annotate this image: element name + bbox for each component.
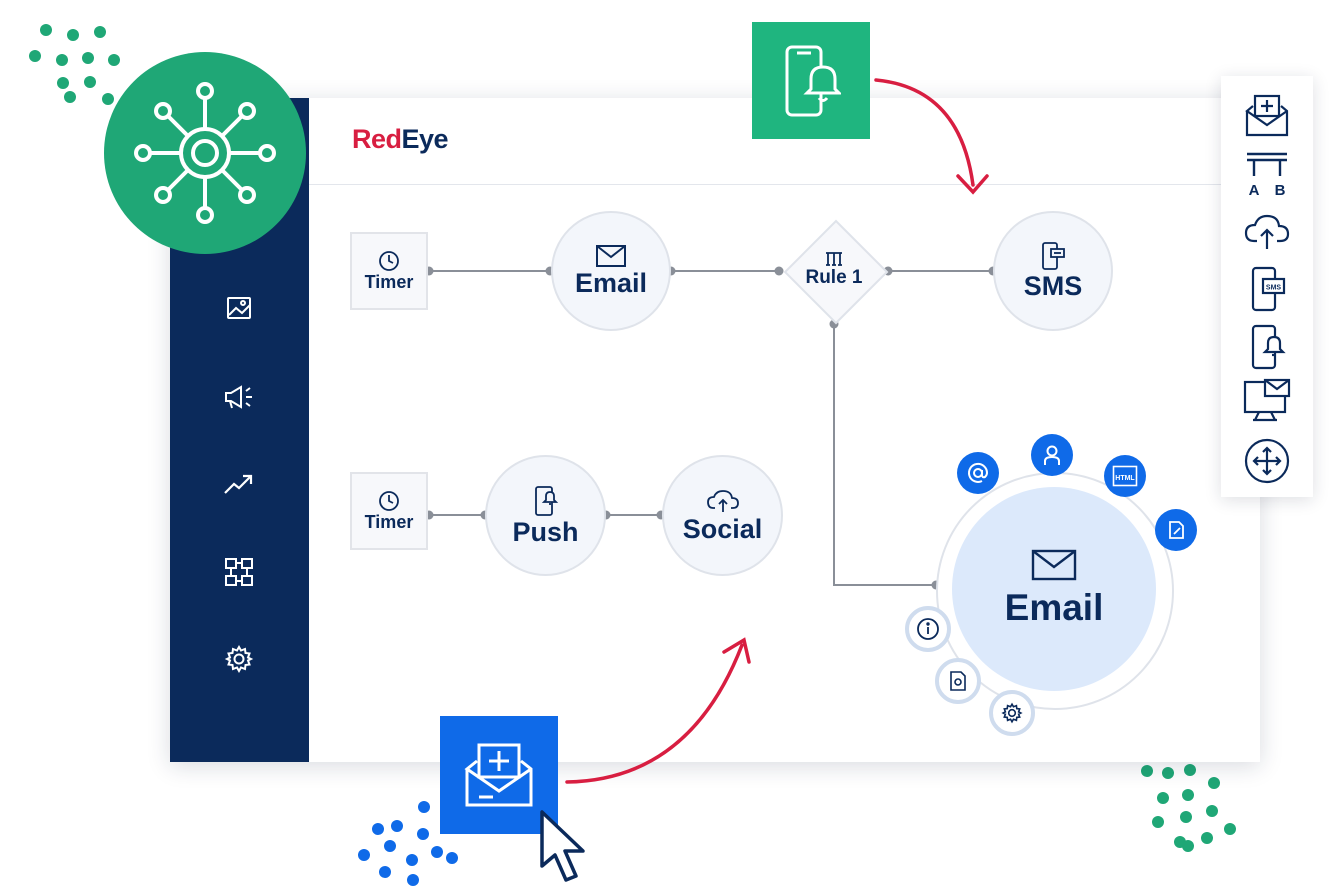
sidebar-item-reports[interactable]: [220, 465, 258, 503]
push-node-label: Push: [512, 516, 579, 547]
rule-node[interactable]: Rule 1: [783, 219, 889, 325]
sidebar-item-images[interactable]: [220, 289, 258, 327]
edit-icon: [1169, 521, 1184, 539]
social-node[interactable]: Social: [662, 455, 783, 576]
sidebar-item-templates[interactable]: [220, 553, 258, 591]
templates-icon: [225, 558, 253, 586]
sms-phone-icon: [1042, 242, 1065, 270]
move-icon: [1244, 438, 1290, 484]
upload-tool[interactable]: [1242, 206, 1292, 256]
envelope-plus-icon: [464, 743, 533, 807]
brand-logo-red: Red: [352, 124, 402, 154]
edit-content-button[interactable]: [1155, 509, 1197, 551]
email-node[interactable]: Email: [551, 211, 671, 331]
image-icon: [227, 297, 251, 319]
phone-bell-icon: [785, 45, 841, 116]
cloud-upload-icon: [706, 489, 739, 512]
push-node[interactable]: Push: [485, 455, 606, 576]
gear-icon: [224, 644, 254, 674]
sms-tool[interactable]: SMS: [1242, 262, 1292, 316]
selected-email-node[interactable]: Email: [952, 487, 1156, 691]
push-tool[interactable]: [1242, 320, 1292, 374]
add-email-tool[interactable]: [1242, 90, 1292, 140]
audience-button[interactable]: [1031, 434, 1073, 476]
sms-tool-text: SMS: [1266, 285, 1282, 292]
phone-bell-icon: [534, 485, 558, 516]
sms-phone-icon: SMS: [1251, 266, 1286, 312]
timer-label: Timer: [364, 271, 414, 292]
html-button[interactable]: HTML: [1104, 455, 1146, 497]
clock-icon: [379, 250, 399, 271]
cloud-upload-icon: [1244, 214, 1290, 249]
email-node-label: Email: [574, 268, 648, 298]
html-badge-text: HTML: [1115, 475, 1135, 482]
web-email-tool[interactable]: [1242, 376, 1292, 424]
ab-label-b: B: [1275, 182, 1286, 199]
info-icon: [917, 618, 939, 640]
mouse-pointer-icon: [540, 810, 585, 882]
ab-split-tool[interactable]: A B: [1242, 148, 1292, 202]
brand-logo: RedEye: [352, 124, 449, 155]
push-notification-tile[interactable]: [752, 22, 870, 139]
at-icon: [968, 462, 989, 483]
node-settings-button[interactable]: [989, 690, 1035, 736]
sms-node-label: SMS: [1023, 271, 1083, 301]
sidebar-item-settings[interactable]: [220, 640, 258, 678]
user-icon: [1044, 445, 1060, 465]
phone-bell-icon: [1251, 324, 1286, 370]
envelope-icon: [596, 245, 626, 267]
ab-label-a: A: [1249, 182, 1260, 199]
document-icon: [950, 671, 966, 691]
sidebar-item-campaigns[interactable]: [220, 377, 258, 415]
timer-label: Timer: [364, 511, 414, 532]
info-button[interactable]: [905, 606, 951, 652]
integration-hub-badge: [104, 52, 306, 254]
rule-node-label: Rule 1: [805, 267, 863, 288]
move-tool[interactable]: [1242, 436, 1292, 486]
megaphone-icon: [225, 385, 252, 409]
sms-node[interactable]: SMS: [993, 211, 1113, 331]
clock-icon: [379, 490, 399, 511]
email-address-button[interactable]: [957, 452, 999, 494]
envelope-icon: [1031, 549, 1077, 581]
monitor-email-icon: [1243, 378, 1291, 422]
envelope-plus-icon: [1245, 94, 1289, 137]
html-icon: HTML: [1112, 465, 1138, 487]
ab-split-icon: A B: [1247, 152, 1287, 199]
network-hub-icon: [134, 82, 276, 224]
brand-logo-navy: Eye: [401, 124, 449, 154]
social-node-label: Social: [682, 513, 763, 544]
header-divider: [309, 184, 1260, 185]
split-icon: [826, 252, 842, 266]
selected-email-label: Email: [1004, 587, 1104, 628]
document-button[interactable]: [935, 658, 981, 704]
gear-icon: [1001, 702, 1023, 724]
trend-icon: [224, 474, 253, 494]
timer-node[interactable]: Timer: [350, 472, 428, 550]
timer-node[interactable]: Timer: [350, 232, 428, 310]
add-email-tile[interactable]: [440, 716, 558, 834]
